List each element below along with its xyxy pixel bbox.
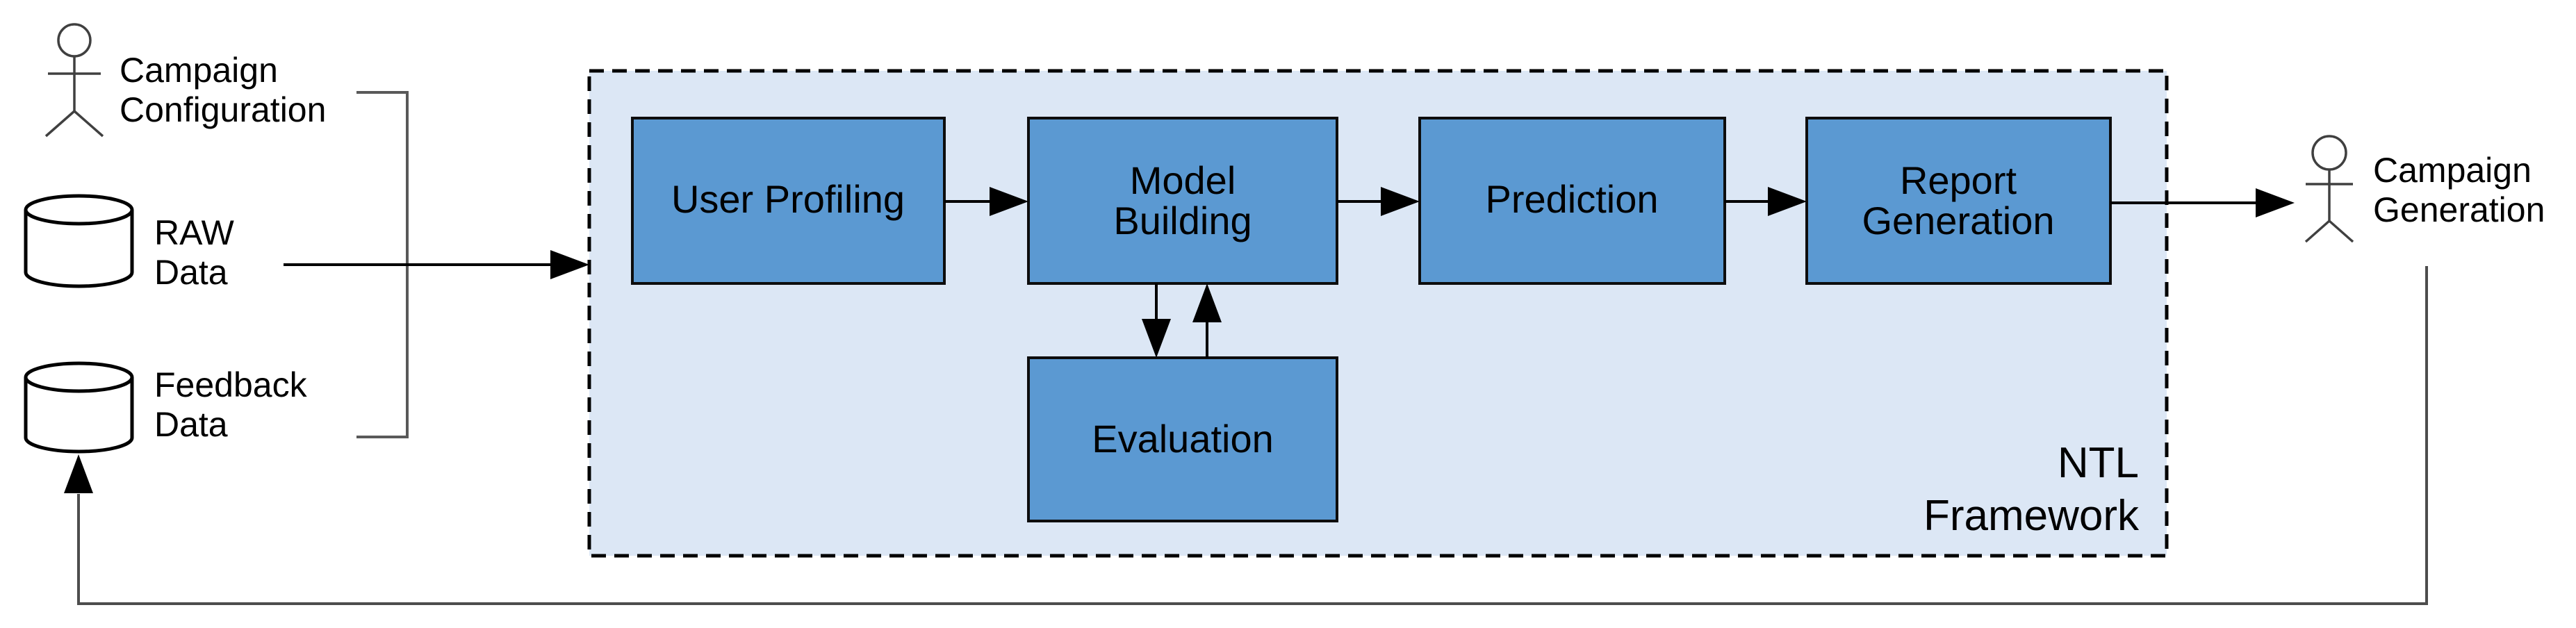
campaign-configuration-label-line2: Configuration (120, 90, 326, 129)
feedback-loop-line (64, 266, 2428, 605)
feedback-data-label-line2: Data (154, 405, 228, 444)
report-generation-label-line2: Generation (1862, 199, 2054, 242)
raw-data-cylinder-icon (24, 194, 134, 288)
feedback-data-cylinder-icon (24, 361, 134, 454)
campaign-generation-actor-icon (2304, 135, 2354, 243)
ntl-framework-label-line1: NTL (2058, 439, 2139, 487)
actor-head (57, 23, 92, 58)
campaign-generation-label-line2: Generation (2373, 190, 2545, 229)
cylinder-top-rim (24, 209, 134, 226)
arrow-prediction-to-report-generation (1725, 187, 1807, 216)
actor-right-leg (2328, 220, 2354, 243)
report-generation-label-line1: Report (1900, 158, 2017, 202)
feedback-loop-arrowhead (64, 454, 93, 493)
actor-right-leg (73, 110, 104, 138)
model-building-label-line2: Building (1113, 199, 1252, 242)
arrow-model-building-to-prediction (1337, 187, 1420, 216)
actor-left-leg (2304, 220, 2331, 243)
ntl-framework-label-line2: Framework (1923, 492, 2140, 540)
actor-left-leg (44, 110, 76, 138)
report-generation-box (1805, 117, 2112, 285)
cylinder-body (24, 194, 134, 288)
campaign-configuration-label-line1: Campaign (120, 51, 278, 90)
feedback-data-label-line1: Feedback (154, 365, 308, 404)
cylinder-body (24, 361, 134, 454)
user-profiling-label: User Profiling (671, 177, 905, 221)
arrow-inputs-to-framework-head (550, 250, 589, 279)
raw-data-label-line1: RAW (154, 213, 235, 252)
actor-head (2311, 135, 2347, 171)
campaign-configuration-actor-icon (44, 23, 104, 138)
prediction-box (1418, 117, 1726, 285)
raw-data-label-line2: Data (154, 253, 228, 292)
arrow-model-building-to-evaluation (1142, 283, 1171, 358)
arrow-user-profiling-to-model-building (944, 187, 1028, 216)
cylinder-top-rim (24, 377, 134, 393)
evaluation-label: Evaluation (1092, 417, 1274, 461)
prediction-label: Prediction (1485, 177, 1658, 221)
evaluation-box (1027, 356, 1338, 522)
model-building-label-line1: Model (1130, 158, 1236, 202)
arrow-evaluation-to-model-building (1192, 283, 1222, 358)
campaign-generation-label-line1: Campaign (2373, 151, 2532, 190)
arrow-report-generation-to-campaign-generation (2110, 188, 2295, 217)
